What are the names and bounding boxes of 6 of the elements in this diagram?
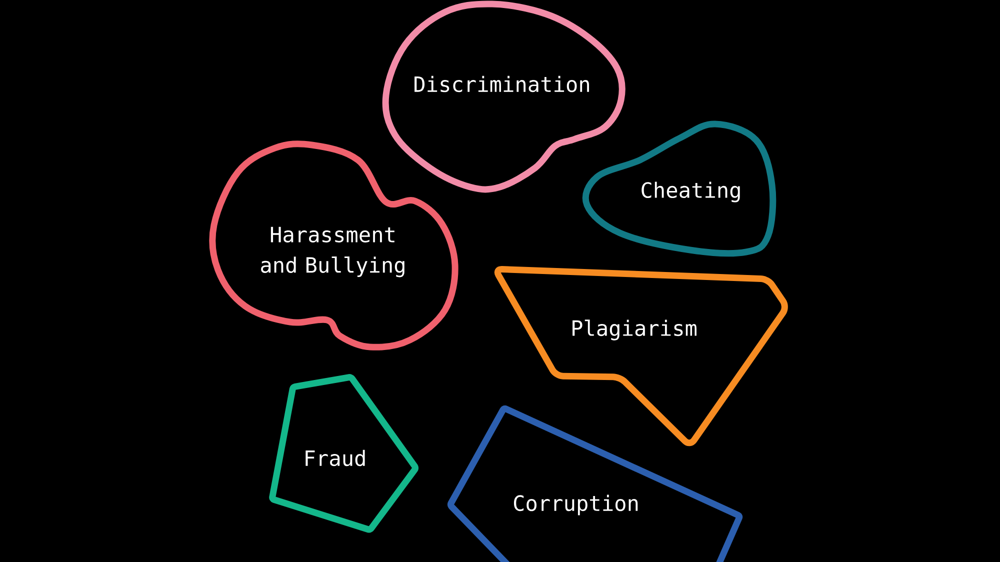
topic-bubble: Harassment and Bullying bbox=[209, 140, 458, 350]
topic-bubble: Cheating bbox=[582, 120, 776, 257]
topic-polygon: Fraud bbox=[269, 374, 419, 533]
topic-bubble: Discrimination bbox=[382, 0, 626, 193]
topic-polygon: Plagiarism bbox=[494, 266, 788, 446]
topic-polygon: Corruption bbox=[448, 406, 742, 562]
